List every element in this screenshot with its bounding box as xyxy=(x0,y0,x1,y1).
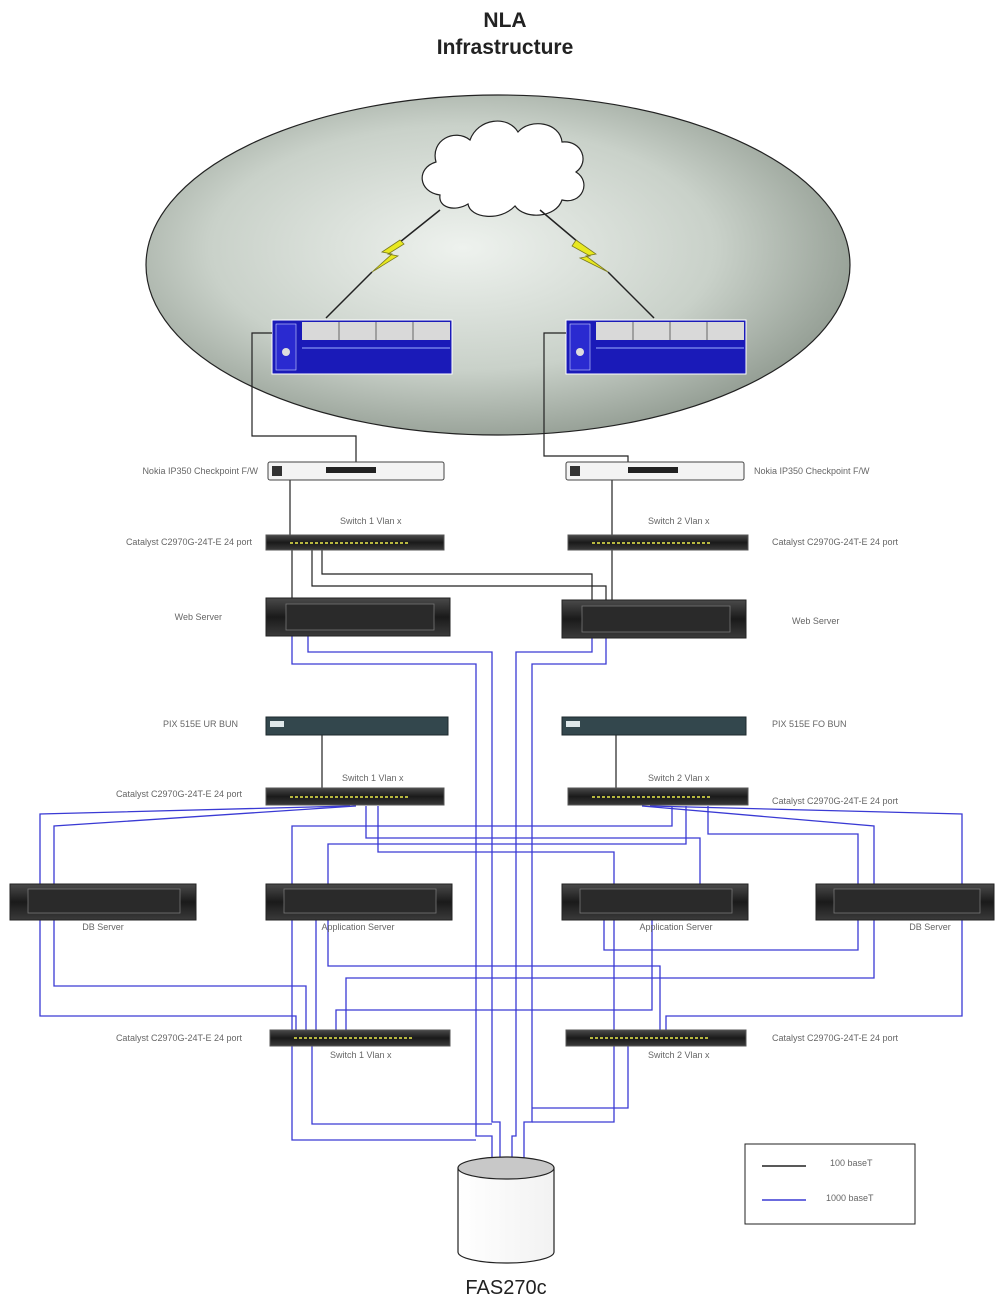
web-server-left xyxy=(265,597,451,637)
wan-link-right xyxy=(539,209,655,319)
web-server-left-label: Web Server xyxy=(175,612,222,622)
lightning-icon xyxy=(571,239,609,273)
app-server-right-label: Application Server xyxy=(639,922,712,932)
switch-top-right xyxy=(567,534,749,551)
lightning-icon xyxy=(371,239,405,273)
switch-top-left-model: Catalyst C2970G-24T-E 24 port xyxy=(126,537,253,547)
firewall-left xyxy=(267,461,445,481)
router-left xyxy=(271,319,453,375)
pix-right-label: PIX 515E FO BUN xyxy=(772,719,847,729)
cables-1000-baset xyxy=(39,636,963,1160)
router-right xyxy=(565,319,747,375)
switch-bot-right-model: Catalyst C2970G-24T-E 24 port xyxy=(772,1033,899,1043)
firewall-right xyxy=(565,461,745,481)
internet-cloud-icon xyxy=(421,120,585,217)
switch-bot-right xyxy=(565,1029,747,1047)
switch-bot-left-name: Switch 1 Vlan x xyxy=(330,1050,392,1060)
storage-cylinder-icon xyxy=(457,1156,555,1264)
switch-mid-right-name: Switch 2 Vlan x xyxy=(648,773,710,783)
storage-label: FAS270c xyxy=(465,1277,546,1299)
switch-mid-left-name: Switch 1 Vlan x xyxy=(342,773,404,783)
pix-firewall-left xyxy=(265,716,449,736)
web-server-right xyxy=(561,599,747,639)
firewall-left-label: Nokia IP350 Checkpoint F/W xyxy=(142,466,258,476)
pix-left-label: PIX 515E UR BUN xyxy=(163,719,238,729)
switch-top-left xyxy=(265,534,445,551)
web-server-right-label: Web Server xyxy=(792,616,839,626)
db-server-left-label: DB Server xyxy=(82,922,124,932)
app-server-left xyxy=(265,883,453,921)
pix-firewall-right xyxy=(561,716,747,736)
switch-top-right-model: Catalyst C2970G-24T-E 24 port xyxy=(772,537,899,547)
firewall-right-label: Nokia IP350 Checkpoint F/W xyxy=(754,466,870,476)
db-server-right-label: DB Server xyxy=(909,922,951,932)
db-server-right xyxy=(815,883,995,921)
switch-top-right-name: Switch 2 Vlan x xyxy=(648,516,710,526)
switch-mid-left xyxy=(265,787,445,806)
wan-link-left xyxy=(325,209,441,319)
switch-top-left-name: Switch 1 Vlan x xyxy=(340,516,402,526)
legend: 100 baseT 1000 baseT xyxy=(744,1143,916,1225)
legend-label-100: 100 baseT xyxy=(830,1158,873,1168)
cables-100-baset xyxy=(251,332,629,788)
switch-bot-left-model: Catalyst C2970G-24T-E 24 port xyxy=(116,1033,243,1043)
diagram-title: NLA xyxy=(483,9,526,32)
switch-mid-left-model: Catalyst C2970G-24T-E 24 port xyxy=(116,789,243,799)
db-server-left xyxy=(9,883,197,921)
switch-bot-left xyxy=(269,1029,451,1047)
switch-bot-right-name: Switch 2 Vlan x xyxy=(648,1050,710,1060)
switch-mid-right xyxy=(567,787,749,806)
diagram-subtitle: Infrastructure xyxy=(437,36,574,59)
legend-label-1000: 1000 baseT xyxy=(826,1193,874,1203)
app-server-left-label: Application Server xyxy=(321,922,394,932)
switch-mid-right-model: Catalyst C2970G-24T-E 24 port xyxy=(772,796,899,806)
app-server-right xyxy=(561,883,749,921)
